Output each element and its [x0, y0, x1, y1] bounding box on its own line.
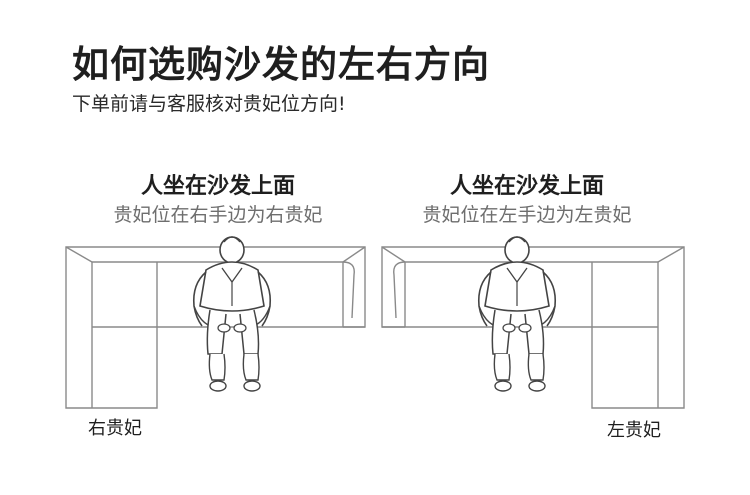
left-sofa — [65, 246, 366, 409]
right-panel-heading: 人坐在沙发上面 — [449, 174, 604, 199]
left-chaise-label: 右贵妃 — [88, 418, 142, 439]
left-panel-heading: 人坐在沙发上面 — [140, 174, 295, 199]
page-subtitle: 下单前请与客服核对贵妃位方向! — [72, 93, 346, 115]
right-panel-caption: 贵妃位在左手边为左贵妃 — [422, 204, 632, 226]
left-panel-caption: 贵妃位在右手边为右贵妃 — [113, 204, 323, 226]
right-sofa — [381, 246, 685, 409]
page-title: 如何选购沙发的左右方向 — [72, 43, 490, 86]
right-chaise-label: 左贵妃 — [607, 420, 661, 441]
